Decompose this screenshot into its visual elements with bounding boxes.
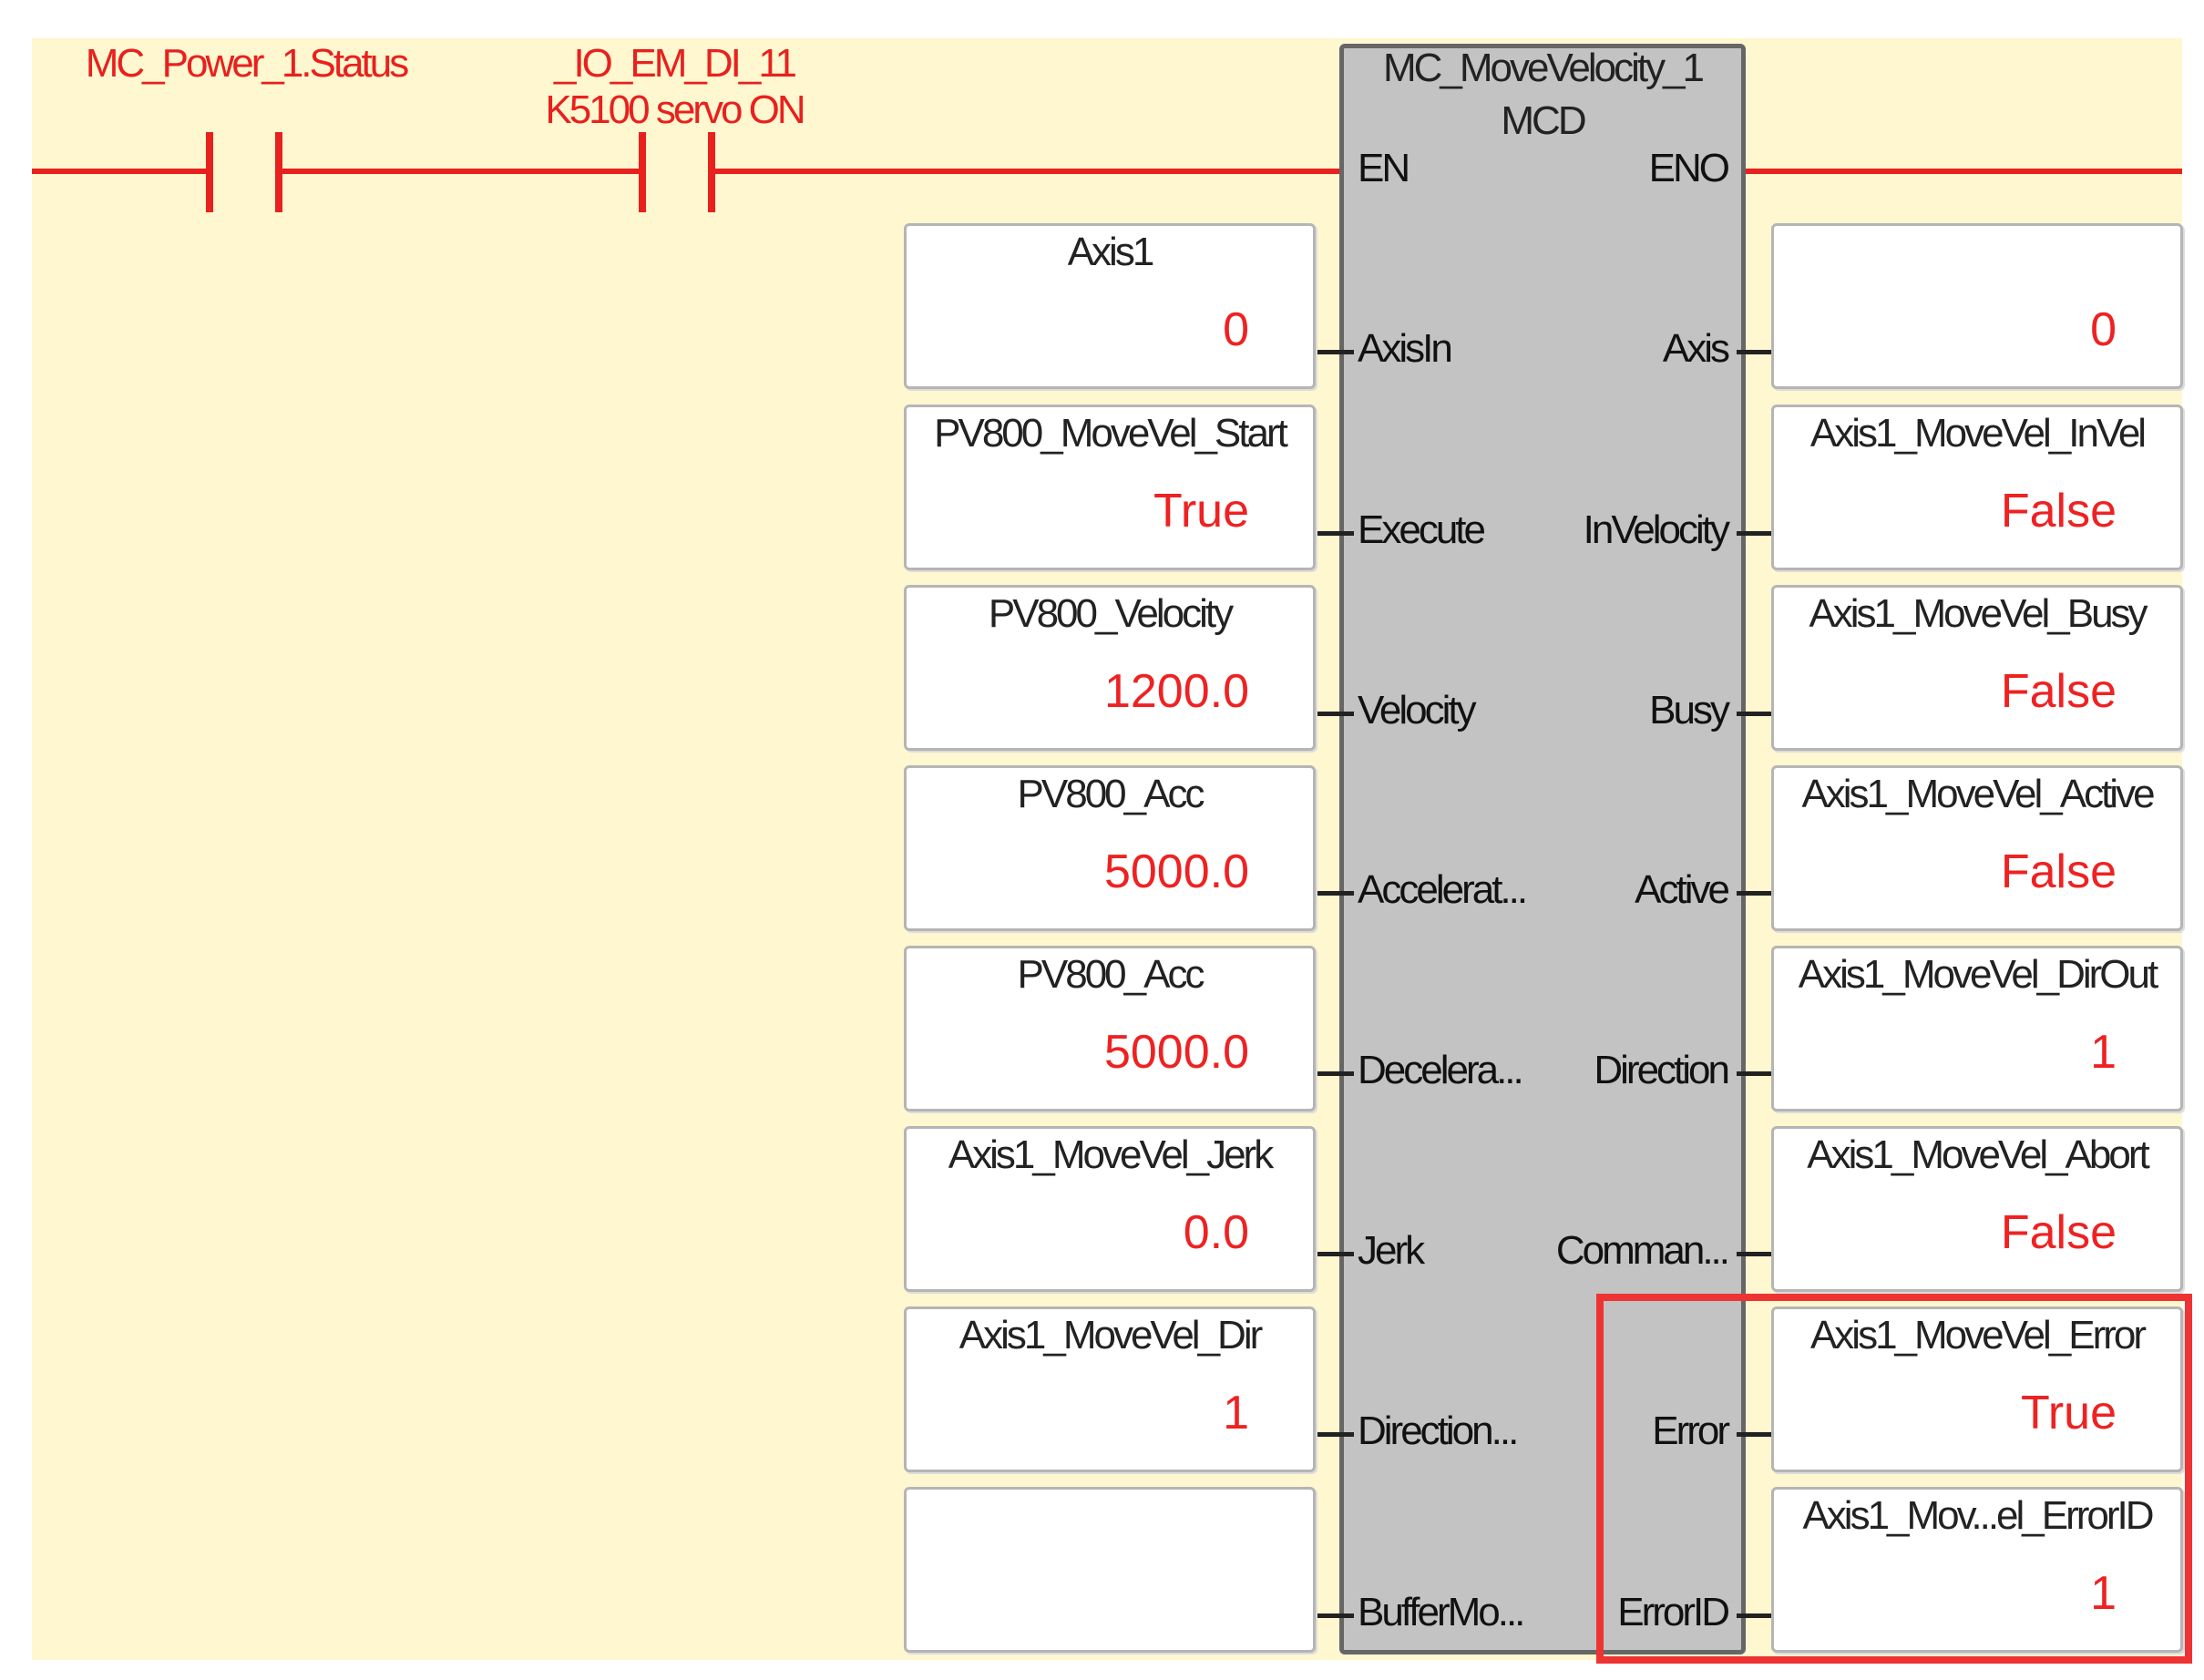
input-pin-label: Accelerat... xyxy=(1358,867,1528,912)
input-variable-box-axisin[interactable]: Axis1 0 xyxy=(904,223,1316,389)
input-pin-stub xyxy=(1312,531,1354,536)
input-pin-stub xyxy=(1312,712,1354,716)
output-pin-label: Comman... xyxy=(1555,1228,1730,1273)
variable-value: False xyxy=(2000,845,2117,898)
variable-value: False xyxy=(2000,485,2117,538)
variable-name: PV800_Velocity xyxy=(988,591,1234,636)
input-variable-box-buffermode[interactable] xyxy=(904,1487,1316,1653)
output-pin-stub xyxy=(1737,350,1779,354)
contact-left-plate xyxy=(639,132,646,212)
variable-name: Axis1_MoveVel_DirOut xyxy=(1798,952,2158,997)
input-pin-label: Jerk xyxy=(1358,1228,1425,1273)
input-variable-box-acceleration[interactable]: PV800_Acc 5000.0 xyxy=(904,765,1316,931)
variable-value: 1200.0 xyxy=(1103,665,1249,718)
variable-value: True xyxy=(1153,485,1249,538)
variable-value: 0 xyxy=(2090,303,2117,356)
variable-value: True xyxy=(2021,1387,2117,1439)
input-pin-stub xyxy=(1312,1432,1354,1437)
variable-name: Axis1_MoveVel_Error xyxy=(1809,1313,2147,1357)
variable-value: 5000.0 xyxy=(1103,845,1249,898)
variable-value: False xyxy=(2000,1206,2117,1259)
function-block-instance-name: MC_MoveVelocity_1 xyxy=(1382,46,1705,90)
output-variable-box-active[interactable]: Axis1_MoveVel_Active False xyxy=(1771,765,2183,931)
output-variable-box-axis[interactable]: 0 xyxy=(1771,223,2183,389)
rung-wire-eno-out xyxy=(1740,169,2182,174)
variable-name: PV800_Acc xyxy=(1017,772,1205,816)
rung-wire-middle xyxy=(282,169,642,174)
contact-variable-label: MC_Power_1.Status xyxy=(85,41,410,86)
output-variable-box-invelocity[interactable]: Axis1_MoveVel_InVel False xyxy=(1771,405,2183,570)
input-pin-stub xyxy=(1312,1071,1354,1076)
input-variable-box-jerk[interactable]: Axis1_MoveVel_Jerk 0.0 xyxy=(904,1126,1316,1292)
output-pin-label: Direction xyxy=(1594,1048,1730,1092)
input-pin-stub xyxy=(1312,1613,1354,1618)
output-pin-label: Busy xyxy=(1649,688,1730,732)
input-variable-box-velocity[interactable]: PV800_Velocity 1200.0 xyxy=(904,585,1316,751)
input-pin-label: Velocity xyxy=(1358,688,1477,732)
variable-value: 1 xyxy=(2090,1026,2117,1079)
input-pin-label: Execute xyxy=(1358,507,1486,552)
variable-value: 1 xyxy=(1223,1387,1249,1439)
input-variable-box-direction[interactable]: Axis1_MoveVel_Dir 1 xyxy=(904,1306,1316,1472)
output-pin-stub xyxy=(1737,712,1779,716)
output-pin-label: ErrorID xyxy=(1617,1590,1730,1634)
input-pin-stub xyxy=(1312,350,1354,354)
variable-value: False xyxy=(2000,665,2117,718)
input-variable-box-execute[interactable]: PV800_MoveVel_Start True xyxy=(904,405,1316,570)
output-pin-stub xyxy=(1737,1613,1779,1618)
rung-wire-left xyxy=(32,169,210,174)
variable-name: Axis1_MoveVel_Jerk xyxy=(948,1132,1274,1177)
input-pin-label: AxisIn xyxy=(1358,326,1453,371)
output-variable-box-errorid[interactable]: Axis1_Mov...el_ErrorID 1 xyxy=(1771,1487,2183,1653)
output-variable-box-error[interactable]: Axis1_MoveVel_Error True xyxy=(1771,1306,2183,1472)
output-pin-stub xyxy=(1737,891,1779,896)
function-block-body[interactable] xyxy=(1339,44,1746,1654)
pin-en: EN xyxy=(1358,146,1410,190)
variable-name: Axis1_MoveVel_Dir xyxy=(958,1313,1264,1357)
contact-right-plate xyxy=(275,132,282,212)
output-pin-stub xyxy=(1737,1432,1779,1437)
contact-variable-label: _IO_EM_DI_11 xyxy=(553,41,797,86)
contact-left-plate xyxy=(206,132,213,212)
output-pin-label: Error xyxy=(1652,1409,1730,1453)
output-variable-box-direction[interactable]: Axis1_MoveVel_DirOut 1 xyxy=(1771,946,2183,1111)
variable-name: Axis1_MoveVel_Abort xyxy=(1807,1132,2149,1177)
variable-name: Axis1 xyxy=(1067,230,1155,274)
variable-name: Axis1_MoveVel_Busy xyxy=(1809,591,2148,636)
input-pin-label: BufferMo... xyxy=(1358,1590,1525,1634)
variable-name: Axis1_Mov...el_ErrorID xyxy=(1802,1493,2154,1538)
input-pin-stub xyxy=(1312,891,1354,896)
pin-eno: ENO xyxy=(1648,146,1730,190)
variable-name: PV800_MoveVel_Start xyxy=(934,411,1288,456)
input-variable-box-deceleration[interactable]: PV800_Acc 5000.0 xyxy=(904,946,1316,1111)
function-block-type-name: MCD xyxy=(1501,98,1586,143)
input-pin-label: Decelera... xyxy=(1358,1048,1524,1092)
contact-right-plate xyxy=(708,132,715,212)
variable-name: Axis1_MoveVel_Active xyxy=(1801,772,2155,816)
input-pin-label: Direction... xyxy=(1358,1409,1519,1453)
output-pin-label: Axis xyxy=(1662,326,1730,371)
input-pin-stub xyxy=(1312,1252,1354,1256)
rung-wire-to-block xyxy=(715,169,1344,174)
output-variable-box-busy[interactable]: Axis1_MoveVel_Busy False xyxy=(1771,585,2183,751)
variable-name: PV800_Acc xyxy=(1017,952,1205,997)
output-variable-box-commandaborted[interactable]: Axis1_MoveVel_Abort False xyxy=(1771,1126,2183,1292)
output-pin-label: Active xyxy=(1635,867,1730,912)
error-highlight-box xyxy=(1596,1294,2192,1664)
output-pin-stub xyxy=(1737,1252,1779,1256)
variable-name: Axis1_MoveVel_InVel xyxy=(1809,411,2147,456)
variable-value: 5000.0 xyxy=(1103,1026,1249,1079)
output-pin-label: InVelocity xyxy=(1583,507,1730,552)
variable-value: 1 xyxy=(2090,1567,2117,1620)
output-pin-stub xyxy=(1737,531,1779,536)
variable-value: 0 xyxy=(1223,303,1249,356)
variable-value: 0.0 xyxy=(1183,1206,1249,1259)
output-pin-stub xyxy=(1737,1071,1779,1076)
contact-comment-label: K5100 servo ON xyxy=(545,87,805,132)
